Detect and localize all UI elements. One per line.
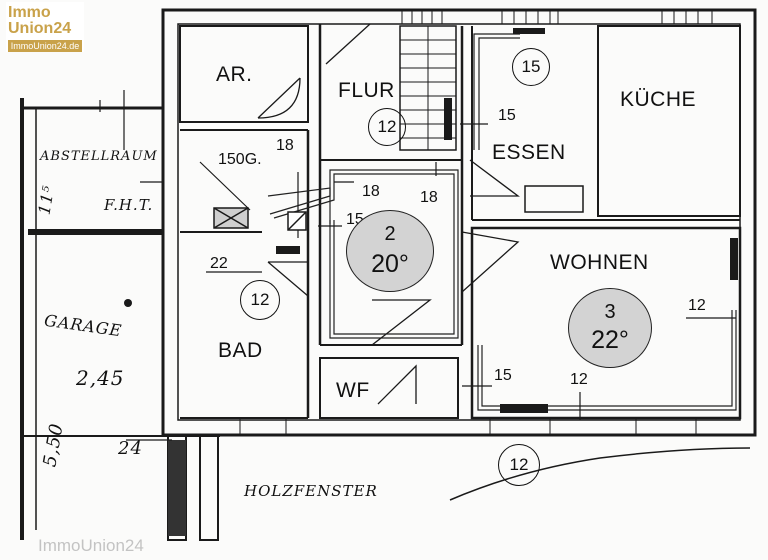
heating-circle-wohnen-number: 3 bbox=[604, 301, 616, 323]
door-swings bbox=[257, 23, 520, 405]
logo-line-2: Union24 bbox=[8, 20, 72, 37]
heating-pipes bbox=[267, 33, 737, 411]
room-label-bad: BAD bbox=[218, 339, 263, 362]
room-label-kueche: KÜCHE bbox=[620, 88, 697, 111]
logo-line-1: Immo bbox=[8, 4, 51, 21]
heating-circle-flur-temp: 20° bbox=[371, 250, 409, 278]
dim-18-stair: 18 bbox=[420, 189, 438, 206]
essen-counter bbox=[524, 185, 584, 213]
kueche-wall bbox=[597, 25, 741, 217]
logo-domain: ImmoUnion24.de bbox=[8, 40, 82, 52]
outer-wall bbox=[161, 8, 757, 437]
heating-circle-wohnen: 3 22° bbox=[568, 288, 652, 368]
dim-12-wohnen-bottom: 12 bbox=[570, 371, 588, 388]
boiler bbox=[213, 207, 307, 231]
leader-lines bbox=[99, 90, 736, 441]
inner-wall bbox=[177, 23, 741, 421]
window-marks bbox=[239, 9, 713, 435]
dim-15-stair: 15 bbox=[498, 107, 516, 124]
dim-245-garage: 2,45 bbox=[76, 366, 125, 390]
heating-circle-wohnen-temp: 22° bbox=[591, 326, 629, 354]
radiators bbox=[168, 28, 738, 536]
dim-18-boiler: 18 bbox=[276, 137, 294, 154]
room-label-abstellraum: ABSTELLRAUM bbox=[40, 149, 158, 164]
dim-12-wohnen-right: 12 bbox=[688, 297, 706, 314]
heating-circle-flur: 2 20° bbox=[346, 210, 434, 292]
room-label-wohnen: WOHNEN bbox=[550, 251, 649, 274]
dim-18-flur: 18 bbox=[362, 183, 380, 200]
heating-circle-flur-number: 2 bbox=[384, 223, 396, 245]
circle-label-flur: 12 bbox=[368, 108, 406, 146]
immounion24-logo[interactable]: Immo Union24 ImmoUnion24.de bbox=[6, 2, 84, 52]
room-label-wf: WF bbox=[336, 379, 370, 402]
garage-post-2 bbox=[199, 435, 219, 541]
room-label-essen: ESSEN bbox=[492, 141, 566, 164]
circle-label-outside: 12 bbox=[498, 444, 540, 486]
room-label-flur: FLUR bbox=[338, 79, 395, 102]
dim-22-bad: 22 bbox=[210, 255, 228, 272]
annotation-holzfenster: HOLZFENSTER bbox=[244, 482, 378, 500]
wohnen-wall bbox=[470, 226, 742, 420]
circle-label-bad: 12 bbox=[240, 280, 280, 320]
dim-24-garage: 24 bbox=[118, 438, 143, 459]
dim-15-wohnen: 15 bbox=[494, 367, 512, 384]
room-label-ar: AR. bbox=[216, 63, 253, 86]
annotation-fht: F.H.T. bbox=[104, 196, 154, 214]
garage-dot bbox=[124, 299, 132, 307]
watermark: ImmoUnion24 bbox=[38, 536, 144, 555]
ar-room-wall bbox=[179, 25, 309, 123]
outside-curve bbox=[449, 447, 751, 501]
circle-label-kueche: 15 bbox=[512, 48, 550, 86]
wf-room-wall bbox=[319, 357, 459, 419]
annotation-boiler: 150G. bbox=[218, 151, 262, 168]
